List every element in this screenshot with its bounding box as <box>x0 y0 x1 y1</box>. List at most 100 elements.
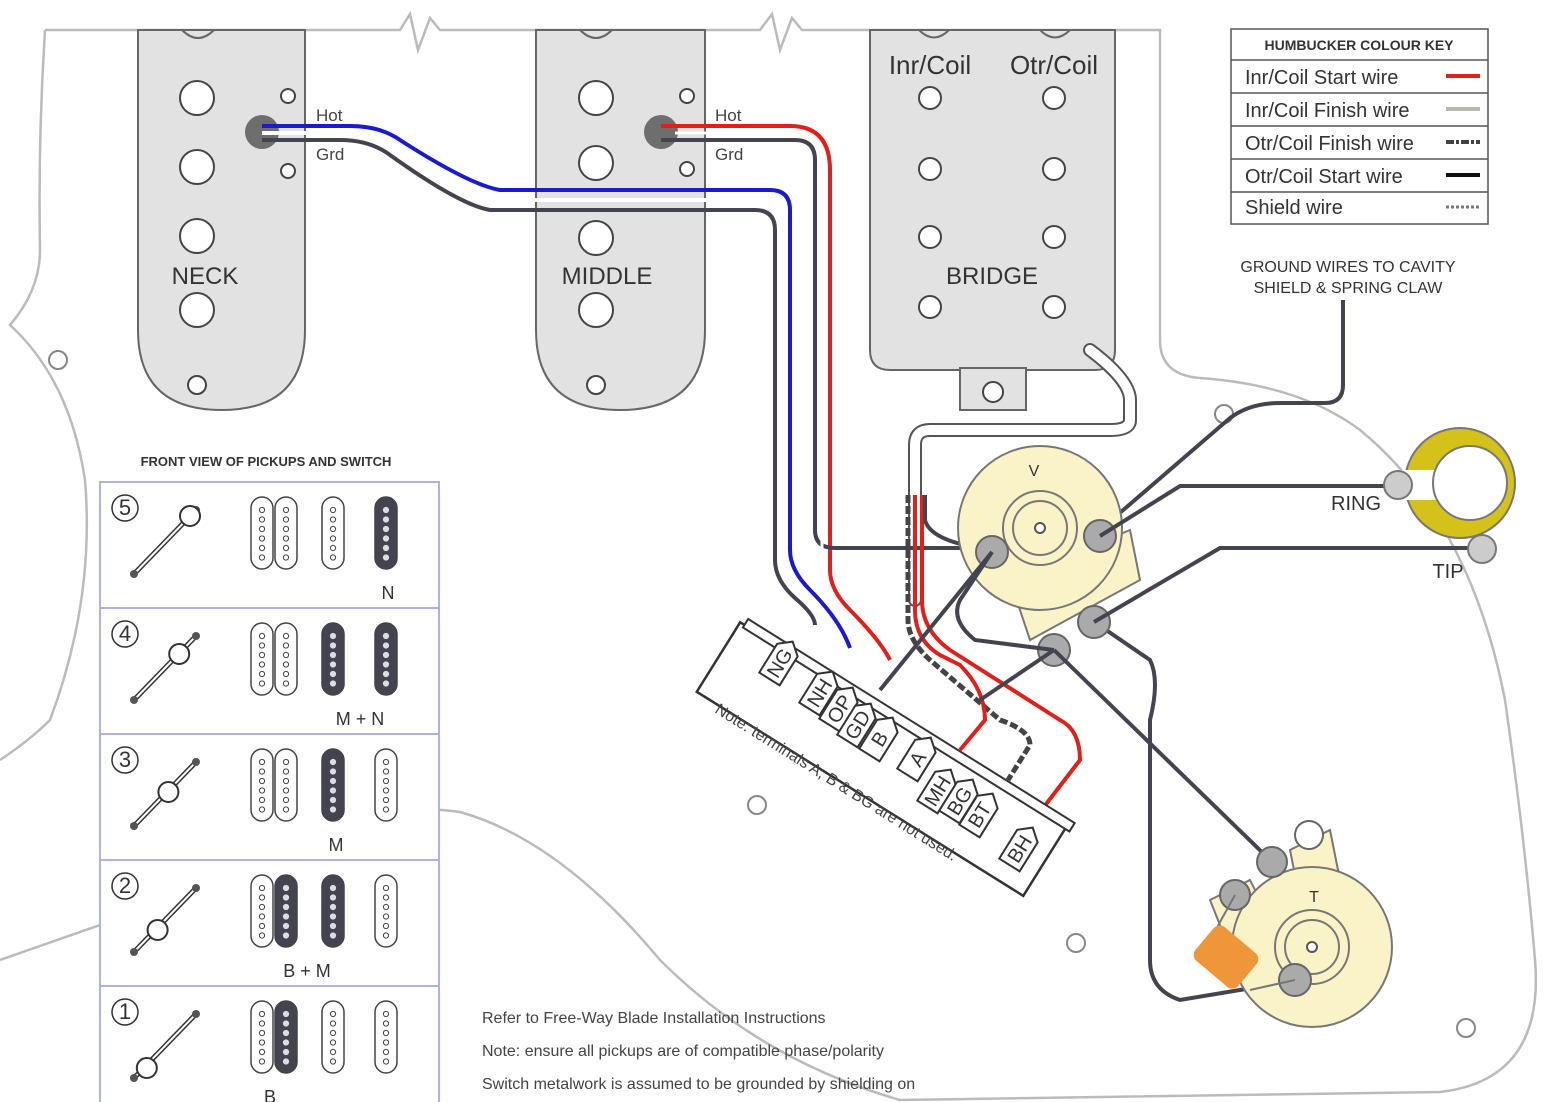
bridge-label: BRIDGE <box>946 263 1038 290</box>
switch-terminal-b: B <box>857 716 899 763</box>
bridge-pickup: Inr/Coil Otr/Coil BRIDGE <box>869 29 1116 411</box>
screw-hole <box>1066 933 1086 953</box>
volume-to-case-wire <box>955 550 1055 652</box>
colour-key-title: HUMBUCKER COLOUR KEY <box>1265 37 1455 53</box>
tone-capacitor <box>1193 894 1296 991</box>
pickup-icon <box>374 622 398 696</box>
note-line3: Switch metalwork is assumed to be ground… <box>482 1076 915 1093</box>
inner-coil-label: Inr/Coil <box>889 50 971 80</box>
middle-ground-wire <box>661 138 985 550</box>
tip-label: TIP <box>1432 561 1463 583</box>
colour-key-item: Otr/Coil Start wire <box>1245 166 1403 188</box>
hb-inner-start-wire <box>913 495 988 752</box>
colour-key-item: Otr/Coil Finish wire <box>1245 133 1414 155</box>
pickup-icon <box>321 1000 345 1074</box>
cavity-ground-wire <box>1098 300 1345 532</box>
outer-coil-label: Otr/Coil <box>1010 50 1098 80</box>
volume-pot: V <box>957 445 1142 642</box>
colour-key-item: Shield wire <box>1245 197 1343 219</box>
position-circle <box>111 746 139 774</box>
front-view-title: FRONT VIEW OF PICKUPS AND SWITCH <box>141 454 392 469</box>
pickup-icon <box>274 1000 298 1074</box>
neck-ground-label: Grd <box>316 145 344 164</box>
volume-to-switch-wire <box>878 550 994 692</box>
selection-label: N <box>382 583 395 603</box>
neck-label: NECK <box>172 263 239 290</box>
position-circle <box>111 494 139 522</box>
pickup-icon <box>250 1000 274 1074</box>
pickup-icon <box>250 874 274 948</box>
ground-note-line2: SHIELD & SPRING CLAW <box>1254 280 1444 297</box>
screw-hole <box>48 350 68 370</box>
tip-wire <box>1092 546 1480 624</box>
neck-pickup: NECK Hot Grd <box>137 29 344 412</box>
front-view-row: 3M <box>100 733 439 855</box>
pickup-icon <box>250 622 274 696</box>
pickguard-outline <box>0 10 1538 1102</box>
pickup-icon <box>374 874 398 948</box>
pot-ground-wire <box>990 550 1301 1003</box>
tone-label: T <box>1309 889 1319 906</box>
front-view-row: 1B <box>100 985 439 1102</box>
note-line1: Refer to Free-Way Blade Installation Ins… <box>482 1010 826 1027</box>
middle-hot-wire <box>661 124 892 661</box>
ring-label: RING <box>1331 493 1381 515</box>
neck-hot-label: Hot <box>316 106 343 125</box>
position-number: 5 <box>119 495 131 520</box>
front-view-row: 2 B + M <box>100 859 439 981</box>
switch-knob <box>146 919 169 941</box>
case-to-switch-wire <box>978 648 1056 702</box>
pickup-icon <box>374 1000 398 1074</box>
position-circle <box>111 620 139 648</box>
screw-hole <box>747 795 767 815</box>
ground-note-line1: GROUND WIRES TO CAVITY <box>1240 259 1455 276</box>
volume-label: V <box>1029 463 1040 480</box>
pickup-icon <box>274 748 298 822</box>
switch-knob <box>179 505 201 527</box>
pickup-icon <box>321 496 345 570</box>
front-view-row: 4 M + N <box>100 607 439 729</box>
front-view-row: 5N <box>111 494 398 603</box>
pickup-icon <box>250 748 274 822</box>
colour-key-item: Inr/Coil Finish wire <box>1245 100 1409 122</box>
pickup-icon <box>274 622 298 696</box>
selection-label: B + M <box>283 961 331 981</box>
note-line2: Note: ensure all pickups are of compatib… <box>482 1043 884 1060</box>
pickup-icon <box>321 874 345 948</box>
middle-hot-label: Hot <box>715 106 742 125</box>
pickup-icon <box>250 496 274 570</box>
position-number: 1 <box>119 999 131 1024</box>
position-number: 4 <box>119 621 131 646</box>
switch-terminal-a: A <box>895 736 937 783</box>
switch-knob <box>135 1057 158 1079</box>
pickup-icon <box>321 622 345 696</box>
hb-shield-wire <box>905 495 1033 782</box>
middle-pickup: MIDDLE Hot Grd <box>535 29 743 412</box>
pickup-icon <box>321 748 345 822</box>
middle-label: MIDDLE <box>562 263 653 290</box>
selection-label: M + N <box>336 709 385 729</box>
position-circle <box>111 998 139 1026</box>
neck-ground-wire <box>262 138 817 626</box>
tone-wire <box>1052 648 1272 862</box>
screw-hole <box>1456 1018 1476 1038</box>
colour-key: HUMBUCKER COLOUR KEY Inr/Coil Start wire… <box>1230 28 1489 225</box>
switch-knob <box>157 781 180 803</box>
ring-wire <box>1098 484 1400 538</box>
position-number: 2 <box>119 873 131 898</box>
position-number: 3 <box>119 747 131 772</box>
output-jack: RING TIP <box>1331 427 1516 583</box>
colour-key-item: Inr/Coil Start wire <box>1245 67 1398 89</box>
pickup-icon <box>274 496 298 570</box>
tone-pot: T <box>1208 820 1393 1028</box>
neck-hot-wire <box>262 124 852 649</box>
position-circle <box>111 872 139 900</box>
pickup-icon <box>374 748 398 822</box>
selection-label: M <box>329 835 344 855</box>
middle-ground-label: Grd <box>715 145 743 164</box>
pickup-icon <box>374 496 398 570</box>
pickup-icon <box>274 874 298 948</box>
switch-knob <box>168 643 191 665</box>
